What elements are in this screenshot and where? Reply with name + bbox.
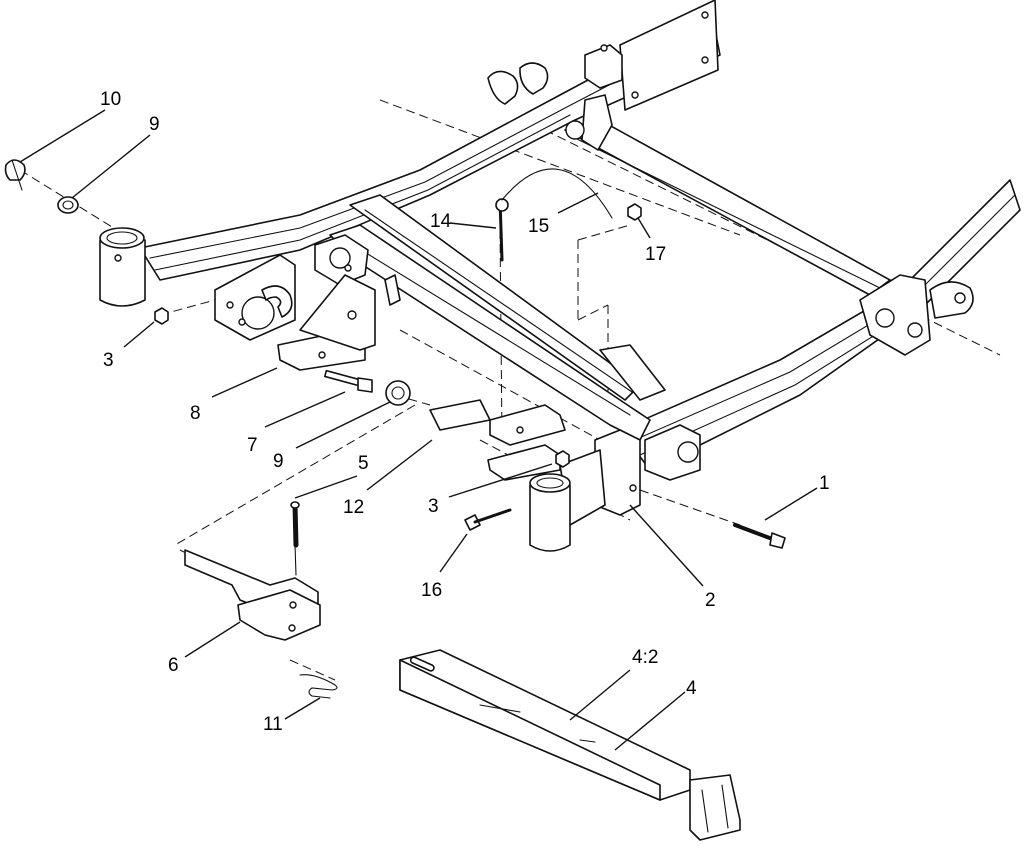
callout-12: 12 [343,497,364,518]
callout-4: 4 [686,678,697,699]
part-nut-3a [154,307,169,325]
part-drawbar-4 [399,649,741,841]
part-rod-14 [495,168,613,262]
callout-labels: 10 9 14 15 17 3 8 7 9 5 12 3 1 16 2 6 4:… [100,89,830,735]
callout-16: 16 [421,580,442,601]
callout-11: 11 [263,714,283,735]
callout-15: 15 [528,216,549,237]
part-washer-9a [57,196,79,214]
part-nut-3b [555,450,570,468]
callout-17: 17 [645,244,666,265]
part-bolt-7 [324,369,373,393]
callout-5: 5 [358,453,369,474]
callout-10: 10 [100,89,121,110]
callout-8: 8 [190,403,201,424]
part-bolt-16 [464,508,512,531]
part-lynch-pin-10 [4,159,26,191]
callout-2: 2 [705,590,716,611]
callout-1: 1 [819,473,830,494]
callout-9-lower: 9 [273,451,284,472]
part-latch-bracket-8 [277,274,376,371]
assembly-dashed-lines [19,99,1001,681]
callout-3-upper: 3 [103,350,114,371]
leader-lines [19,109,818,751]
callout-3-lower: 3 [428,496,439,517]
callout-9-upper: 9 [149,114,160,135]
part-hairpin-11 [299,674,338,699]
part-washer-9b [385,380,411,406]
part-nut-17 [627,203,642,221]
part-hitch-6 [184,544,321,641]
part-pin-5 [290,501,300,548]
callout-6: 6 [168,655,179,676]
part-brackets-center [487,404,566,481]
callout-7: 7 [247,435,258,456]
main-frame [99,0,1021,552]
callout-14: 14 [430,211,452,232]
part-plate-12 [429,399,491,431]
part-bolt-1 [733,523,786,549]
callout-4-2: 4:2 [632,647,658,668]
